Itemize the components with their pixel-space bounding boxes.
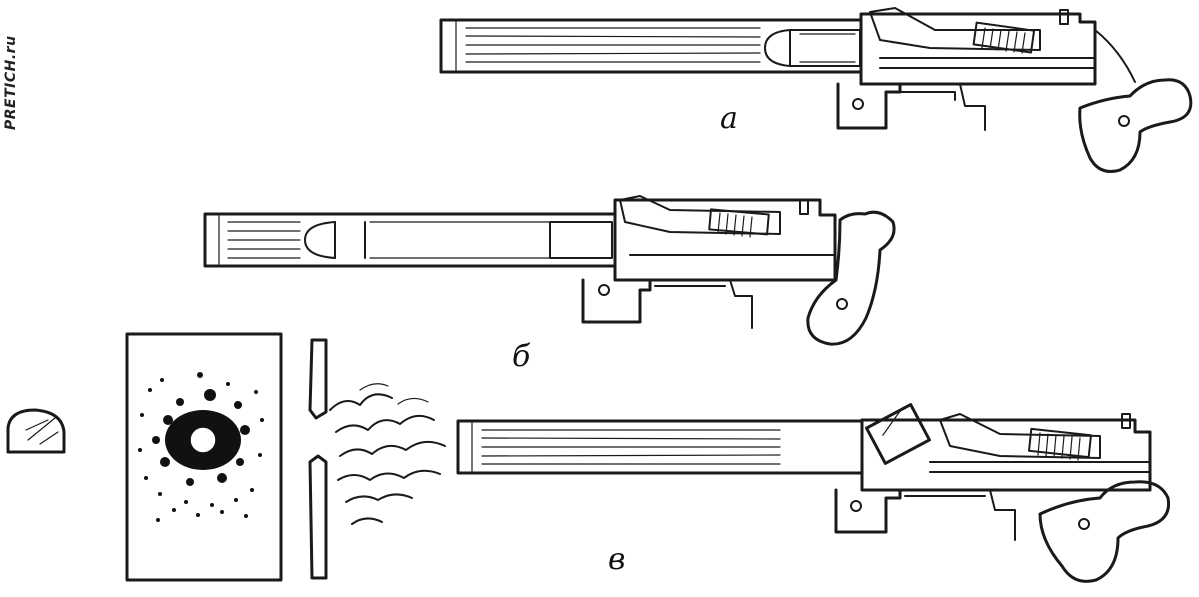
panel-b-cartridge (304, 221, 613, 259)
panel-v-barrel (456, 419, 864, 475)
panel-a-barrel (439, 18, 863, 74)
panel-v-gun (456, 403, 1171, 583)
panel-a-receiver (836, 7, 1136, 131)
panel-v-ejected-case (865, 403, 931, 465)
panel-v-smoke (329, 383, 446, 525)
panel-b-hammer (806, 210, 896, 346)
panel-v-hammer (1038, 480, 1171, 583)
panel-v-target (125, 332, 283, 582)
panel-b-label: б (512, 339, 531, 374)
panel-v-label: в (608, 542, 626, 577)
panel-v-bullet (6, 408, 66, 454)
panel-b-gun (203, 195, 896, 346)
panel-v-plate (308, 338, 328, 580)
panel-a-gun (439, 7, 1193, 173)
panel-v-receiver (834, 413, 1152, 541)
panel-b-receiver (581, 195, 837, 329)
panel-a-hammer (1078, 78, 1193, 173)
watermark-text: PRETICH.ru (3, 35, 19, 130)
panel-a-label: а (720, 101, 738, 136)
panel-a-cartridge (764, 29, 861, 67)
